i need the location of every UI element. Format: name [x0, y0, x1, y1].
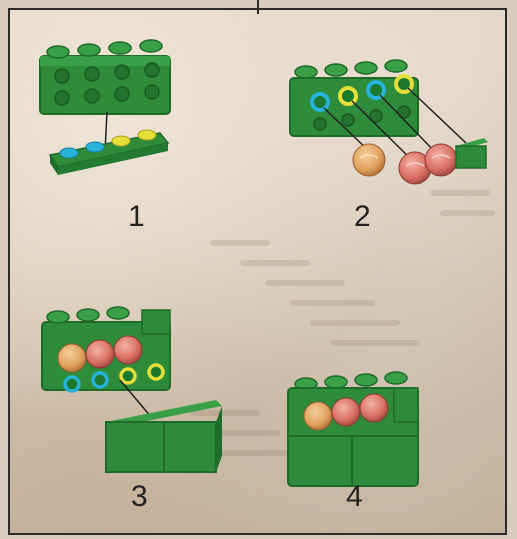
green-brick-with-lights [42, 307, 170, 391]
green-tile-1x4 [106, 400, 222, 472]
green-plate-1x4 [50, 130, 168, 175]
light-round-red [425, 144, 457, 176]
light-round-orange [353, 144, 385, 176]
completed-light-assembly [288, 372, 418, 486]
green-brick-with-studs [290, 60, 418, 136]
step-number-1: 1 [128, 202, 145, 232]
step-2-illustration [290, 60, 488, 184]
step-number-4: 4 [346, 482, 363, 512]
green-brick-1x4-bracket [40, 40, 170, 114]
step-number-3: 3 [131, 482, 148, 512]
step-1-illustration [40, 40, 170, 175]
step-3-illustration [42, 307, 222, 472]
step-number-2: 2 [354, 202, 371, 232]
green-tile-small [456, 138, 488, 168]
step-4-illustration [288, 372, 418, 486]
